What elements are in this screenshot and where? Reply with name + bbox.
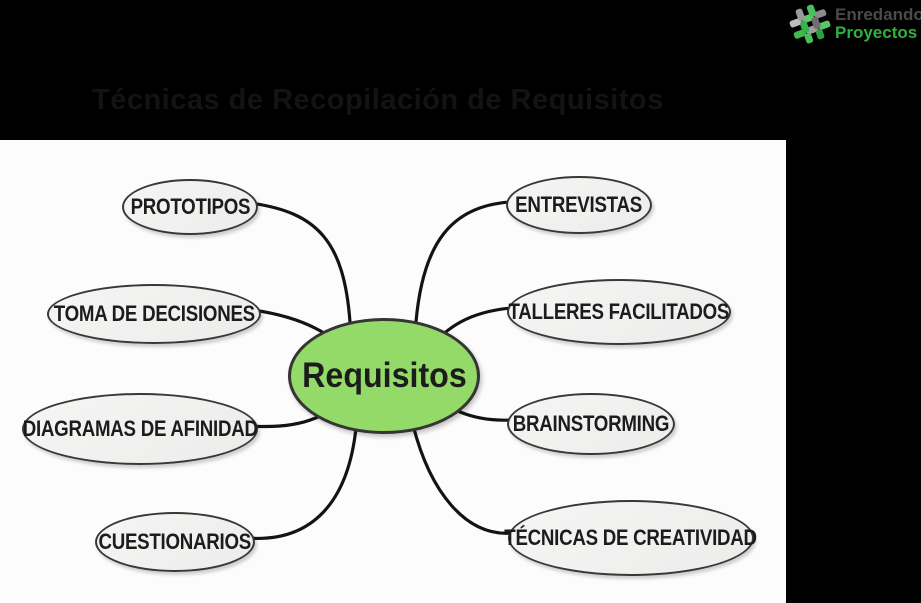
connector-cuestionarios <box>245 426 358 540</box>
mindmap-canvas: Requisitos PROTOTIPOS TOMA DE DECISIONES… <box>0 140 786 603</box>
mindmap-center-node: Requisitos <box>288 318 480 434</box>
logo-text: Enredando Proyectos <box>835 6 921 42</box>
mindmap-node-cuestionarios: CUESTIONARIOS <box>95 512 255 572</box>
mindmap-node-brainstorming: BRAINSTORMING <box>507 393 675 455</box>
node-label: BRAINSTORMING <box>512 411 670 436</box>
mindmap-node-prototipos: PROTOTIPOS <box>122 179 258 235</box>
mindmap-node-tecnicas-de-creatividad: TÉCNICAS DE CREATIVIDAD <box>504 500 758 576</box>
logo: Enredando Proyectos <box>788 2 921 51</box>
connector-entrevistas <box>414 200 512 324</box>
mindmap-node-talleres-facilitados: TALLERES FACILITADOS <box>507 279 731 345</box>
node-label: DIAGRAMAS DE AFINIDAD <box>22 416 258 441</box>
logo-line2: Proyectos <box>835 23 918 42</box>
logo-line1: Enredando <box>835 5 921 24</box>
connector-tecnicas <box>411 423 514 535</box>
puzzle-hash-icon <box>788 2 832 51</box>
node-label: TÉCNICAS DE CREATIVIDAD <box>504 525 758 550</box>
node-label: PROTOTIPOS <box>130 194 250 219</box>
center-node-label: Requisitos <box>301 356 467 395</box>
mindmap-node-entrevistas: ENTREVISTAS <box>506 176 652 234</box>
node-label: CUESTIONARIOS <box>98 529 252 554</box>
page-title: Técnicas de Recopilación de Requisitos <box>92 84 664 116</box>
connector-prototipos <box>248 201 352 324</box>
mindmap-node-diagramas-de-afinidad: DIAGRAMAS DE AFINIDAD <box>22 393 258 465</box>
mindmap-node-toma-de-decisiones: TOMA DE DECISIONES <box>47 284 261 344</box>
node-label: TALLERES FACILITADOS <box>508 299 730 324</box>
node-label: TOMA DE DECISIONES <box>53 301 255 326</box>
node-label: ENTREVISTAS <box>515 192 643 217</box>
